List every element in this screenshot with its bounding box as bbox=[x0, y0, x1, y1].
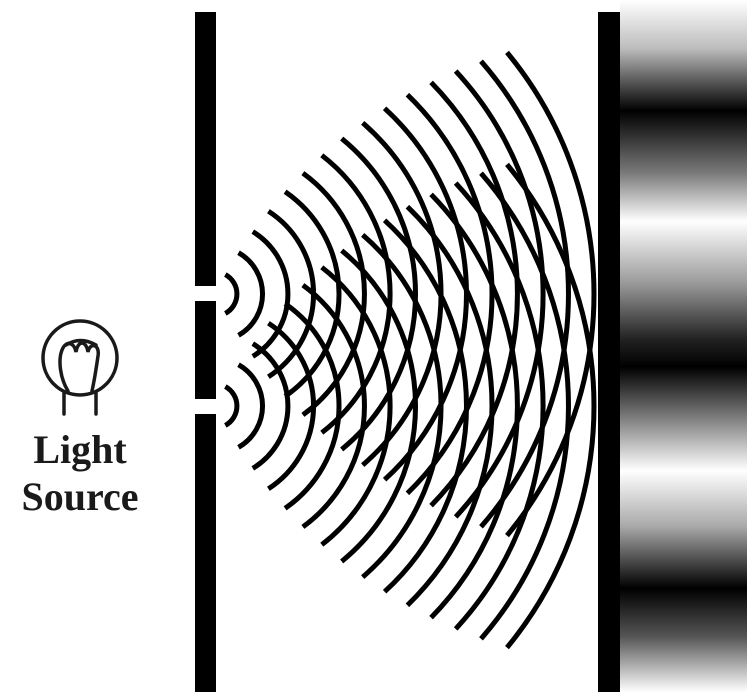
interference-pattern bbox=[620, 0, 747, 692]
wavefront-arc-lower bbox=[239, 365, 263, 448]
wavefront-arc-upper bbox=[239, 253, 263, 336]
light-bulb-icon bbox=[43, 321, 117, 414]
slit-barrier bbox=[195, 12, 216, 692]
wavefront-arc-lower bbox=[385, 220, 467, 591]
wavefront-arc-lower bbox=[431, 194, 517, 617]
wavefront-arc-lower bbox=[268, 323, 313, 489]
wavefront-arc-upper bbox=[268, 211, 313, 377]
viewing-screen bbox=[598, 12, 620, 692]
wavefront-arc-upper bbox=[407, 95, 492, 494]
wavefront-arc-upper bbox=[385, 108, 467, 479]
wavefronts bbox=[225, 52, 594, 647]
barrier-middle-segment bbox=[195, 301, 216, 399]
wavefront-arc-lower bbox=[407, 207, 492, 606]
barrier-top-segment bbox=[195, 12, 216, 286]
source-label-line-2: Source bbox=[21, 474, 138, 519]
wavefront-arc-lower bbox=[225, 387, 237, 426]
wavefront-arc-upper bbox=[431, 82, 517, 505]
source-label-line-1: Light bbox=[33, 427, 127, 472]
barrier-bottom-segment bbox=[195, 414, 216, 692]
wavefront-arc-upper bbox=[225, 275, 237, 314]
